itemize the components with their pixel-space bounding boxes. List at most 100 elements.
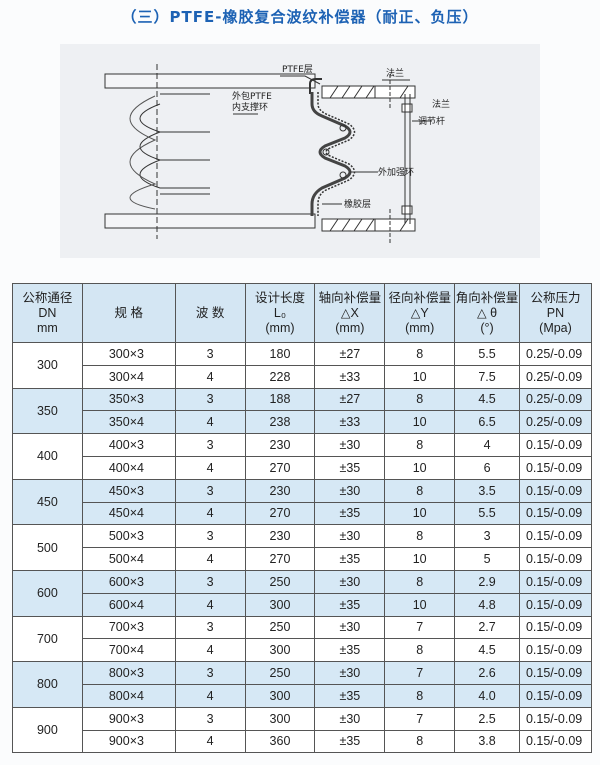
cell-angular: 6.5 <box>454 410 520 435</box>
cell-pressure: 0.15/-0.09 <box>518 455 593 480</box>
header-line: (mm) <box>265 320 295 335</box>
cell-spec: 900×3 <box>81 706 176 731</box>
cell-angular: 5 <box>454 547 520 571</box>
cell-dn: 300 <box>12 342 83 389</box>
cell-length: 270 <box>244 501 316 526</box>
cell-lateral: 8 <box>384 342 456 366</box>
cell-dn: 900 <box>12 706 83 754</box>
cell-waves: 4 <box>174 501 246 526</box>
cell-waves: 3 <box>174 661 246 685</box>
cell-lateral: 10 <box>384 364 456 389</box>
cell-angular: 4.8 <box>454 592 520 617</box>
cell-length: 250 <box>244 615 316 640</box>
header-line: mm <box>37 320 58 335</box>
cell-angular: 4 <box>454 433 520 457</box>
header-line: (mm) <box>335 320 365 335</box>
cell-dn: 500 <box>12 524 83 571</box>
cell-spec: 800×4 <box>81 683 176 708</box>
cell-waves: 4 <box>174 592 246 617</box>
cell-angular: 2.5 <box>454 706 520 731</box>
label-outer-ptfe: 外包PTFE <box>232 90 272 102</box>
cell-length: 270 <box>244 547 316 571</box>
cell-waves: 3 <box>174 615 246 640</box>
cell-pressure: 0.25/-0.09 <box>518 364 593 389</box>
cell-spec: 800×3 <box>81 661 176 685</box>
cell-waves: 4 <box>174 638 246 663</box>
header-lateral: 径向补偿量△Y(mm) <box>384 283 456 343</box>
cell-axial: ±35 <box>314 501 386 526</box>
header-line: (°) <box>480 320 494 335</box>
cell-lateral: 8 <box>384 683 456 708</box>
cell-lateral: 8 <box>384 524 456 549</box>
header-line: (mm) <box>405 320 435 335</box>
cell-length: 300 <box>244 592 316 617</box>
cell-waves: 4 <box>174 729 246 754</box>
cell-dn: 600 <box>12 569 83 617</box>
cell-axial: ±33 <box>314 410 386 435</box>
header-line: 公称通径 <box>22 290 73 305</box>
cell-waves: 3 <box>174 433 246 457</box>
header-axial: 轴向补偿量△X(mm) <box>314 283 386 343</box>
header-waves: 波 数 <box>174 283 246 343</box>
cell-length: 360 <box>244 729 316 754</box>
cell-waves: 4 <box>174 683 246 708</box>
cell-axial: ±35 <box>314 547 386 571</box>
cell-axial: ±30 <box>314 661 386 685</box>
cell-spec: 900×3 <box>81 729 176 754</box>
cell-pressure: 0.15/-0.09 <box>518 478 593 503</box>
cell-lateral: 8 <box>384 387 456 412</box>
cell-angular: 3 <box>454 524 520 549</box>
cell-pressure: 0.15/-0.09 <box>518 729 593 754</box>
cell-length: 230 <box>244 524 316 549</box>
header-line: 波 数 <box>195 305 225 320</box>
header-line: △Y <box>410 305 429 320</box>
cell-angular: 3.8 <box>454 729 520 754</box>
cell-spec: 300×3 <box>81 342 176 366</box>
cell-axial: ±30 <box>314 478 386 503</box>
cell-spec: 700×3 <box>81 615 176 640</box>
cell-waves: 4 <box>174 547 246 571</box>
cell-waves: 3 <box>174 524 246 549</box>
cell-dn: 400 <box>12 433 83 480</box>
cell-length: 300 <box>244 706 316 731</box>
header-line: 径向补偿量 <box>388 290 451 305</box>
cell-waves: 4 <box>174 410 246 435</box>
cell-lateral: 8 <box>384 478 456 503</box>
cell-dn: 350 <box>12 387 83 435</box>
cell-lateral: 10 <box>384 547 456 571</box>
cell-spec: 500×3 <box>81 524 176 549</box>
cell-angular: 4.5 <box>454 638 520 663</box>
cell-lateral: 8 <box>384 433 456 457</box>
cell-pressure: 0.15/-0.09 <box>518 683 593 708</box>
cell-axial: ±30 <box>314 433 386 457</box>
cell-spec: 350×4 <box>81 410 176 435</box>
header-line: 公称压力 <box>530 290 581 305</box>
cell-dn: 450 <box>12 478 83 526</box>
cell-length: 300 <box>244 638 316 663</box>
cell-axial: ±35 <box>314 729 386 754</box>
cell-axial: ±35 <box>314 455 386 480</box>
label-ptfe-layer: PTFE层 <box>282 64 313 75</box>
cell-spec: 500×4 <box>81 547 176 571</box>
cell-length: 230 <box>244 433 316 457</box>
label-inner-support-ring: 内支撑环 <box>232 101 268 113</box>
label-rubber-layer: 橡胶层 <box>344 198 371 210</box>
cell-angular: 2.6 <box>454 661 520 685</box>
header-angular: 角向补偿量△ θ(°) <box>454 283 520 343</box>
header-line: PN <box>546 305 565 320</box>
cell-angular: 3.5 <box>454 478 520 503</box>
label-outer-reinforcing-ring: 外加强环 <box>378 166 414 178</box>
